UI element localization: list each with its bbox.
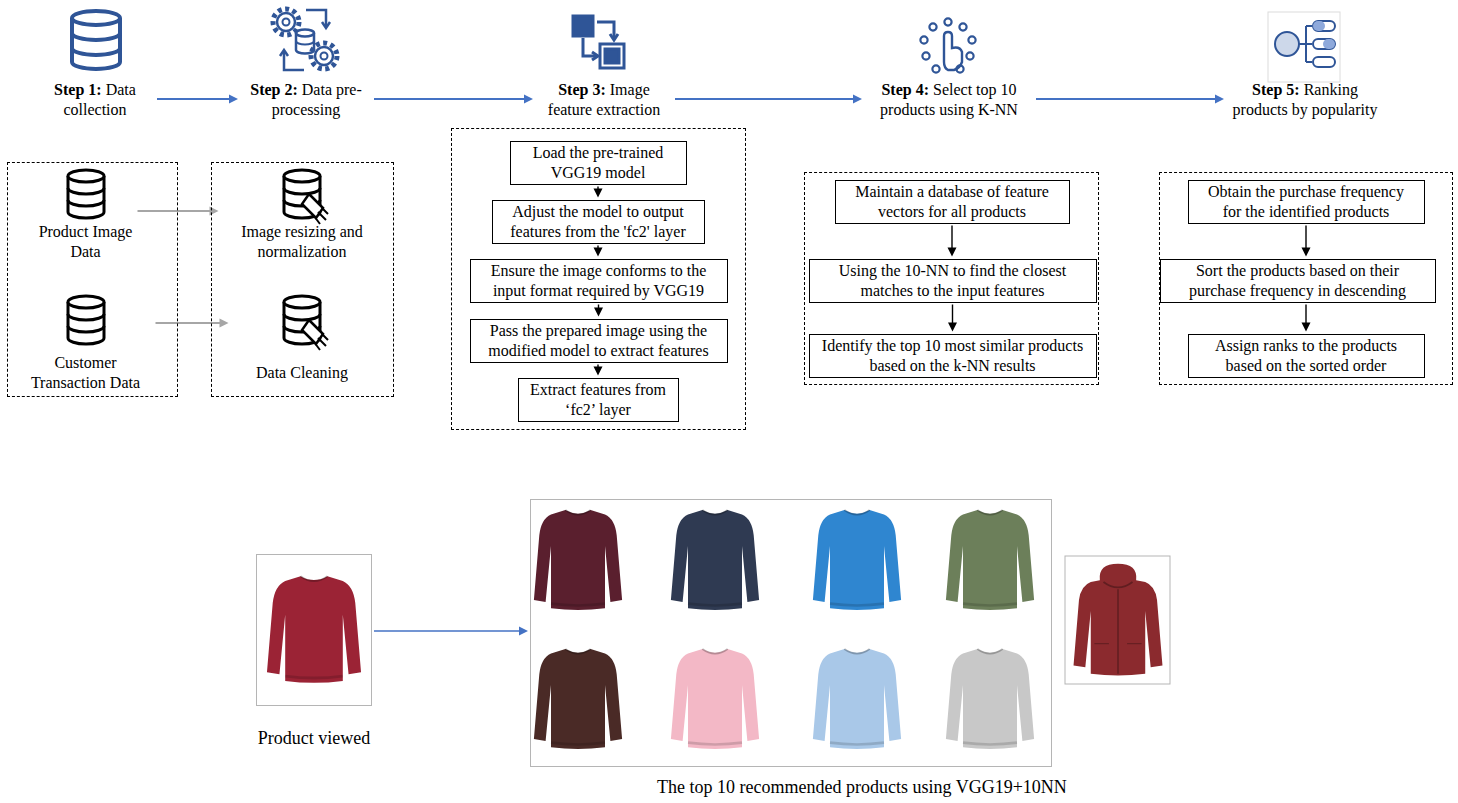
connector-arrow [374,95,533,104]
dashed-group: Image resizing and normalizationData Cle… [211,162,394,397]
connector-arrow [594,246,603,257]
process-box: Obtain the purchase frequency for the id… [1188,180,1425,224]
connector-arrow [948,226,957,257]
node-text: Data Cleaning [231,363,374,383]
dashed-group: Maintain a database of feature vectors f… [804,172,1099,385]
process-box: Using the 10-NN to find the closest matc… [809,259,1097,303]
step-label: Step 2:Data pre-processing [240,80,372,120]
step-number: Step 5: [1252,81,1300,98]
connector-arrow [138,207,219,216]
dashed-group: Obtain the purchase frequency for the id… [1159,172,1453,385]
touch-icon [920,18,975,72]
connector-arrow [1036,95,1224,104]
process-box: Ensure the image conforms to the input f… [470,259,728,303]
process-box: Adjust the model to output features from… [492,200,705,244]
step-number: Step 4: [881,81,929,98]
gears-icon [273,9,337,70]
node-text: Obtain the purchase frequency for the id… [1199,182,1414,222]
node-text: Product Image Data [36,222,136,262]
blocks-icon [573,16,624,68]
step-label: Step 3:Image feature extraction [535,80,673,120]
data-icon-node: Customer Transaction Data [18,293,154,393]
node-text: Image resizing and normalization [221,222,384,262]
image-frame: Product viewed [256,554,372,748]
connector-arrow [156,319,229,328]
node-text: Customer Transaction Data [18,353,154,393]
product-images [267,510,1170,749]
image-frame: The top 10 recommended products using VG… [530,499,1052,797]
data-icon-node: Image resizing and normalization [221,167,384,262]
image-caption: The top 10 recommended products using VG… [601,777,1123,797]
connector-arrow [1302,226,1311,257]
connector-arrow [157,95,238,104]
node-text: Assign ranks to the products based on th… [1199,336,1414,376]
process-box: Load the pre-trained VGG19 model [510,141,687,185]
database-icon [72,11,120,69]
data-icon-node: Product Image Data [36,165,136,262]
process-box: Pass the prepared image using the modifi… [470,319,728,363]
process-box: Maintain a database of feature vectors f… [835,180,1070,224]
node-text: Ensure the image conforms to the input f… [481,261,717,301]
connector-arrow [594,187,603,198]
step-number: Step 1: [54,81,102,98]
image-border [530,499,1052,767]
connector-arrow [374,627,528,636]
node-text: Using the 10-NN to find the closest matc… [820,261,1086,301]
connector-arrow [594,305,603,317]
step-label: Step 5:Ranking products by popularity [1226,80,1384,120]
connector-arrow [675,95,862,104]
dashed-group: Product Image DataCustomer Transaction D… [7,162,178,397]
node-text: Maintain a database of feature vectors f… [846,182,1059,222]
step-number: Step 3: [558,81,606,98]
step-label: Step 1:Data collection [35,80,155,120]
connector-arrow [948,305,957,332]
node-text: Load the pre-trained VGG19 model [521,143,676,183]
connector-arrow [1302,305,1311,332]
ranking-icon [1268,12,1340,82]
process-box: Assign ranks to the products based on th… [1188,334,1425,378]
dashed-group: Load the pre-trained VGG19 modelAdjust t… [451,128,746,430]
step-number: Step 2: [250,81,298,98]
node-text: Adjust the model to output features from… [503,202,694,242]
image-caption: Product viewed [226,728,402,748]
connector-arrow [594,365,603,376]
node-text: Pass the prepared image using the modifi… [481,321,717,361]
image-border [256,554,372,706]
node-text: Extract features from ‘fc2’ layer [529,380,668,420]
process-box: Identify the top 10 most similar product… [809,334,1097,378]
process-box: Sort the products based on their purchas… [1160,259,1436,303]
node-text: Sort the products based on their purchas… [1171,261,1425,301]
data-icon-node: Data Cleaning [231,293,374,383]
cleaning-cylinder-icon [284,170,328,350]
node-text: Identify the top 10 most similar product… [820,336,1086,376]
step-label: Step 4:Select top 10 products using K-NN [864,80,1034,120]
process-box: Extract features from ‘fc2’ layer [518,378,679,422]
